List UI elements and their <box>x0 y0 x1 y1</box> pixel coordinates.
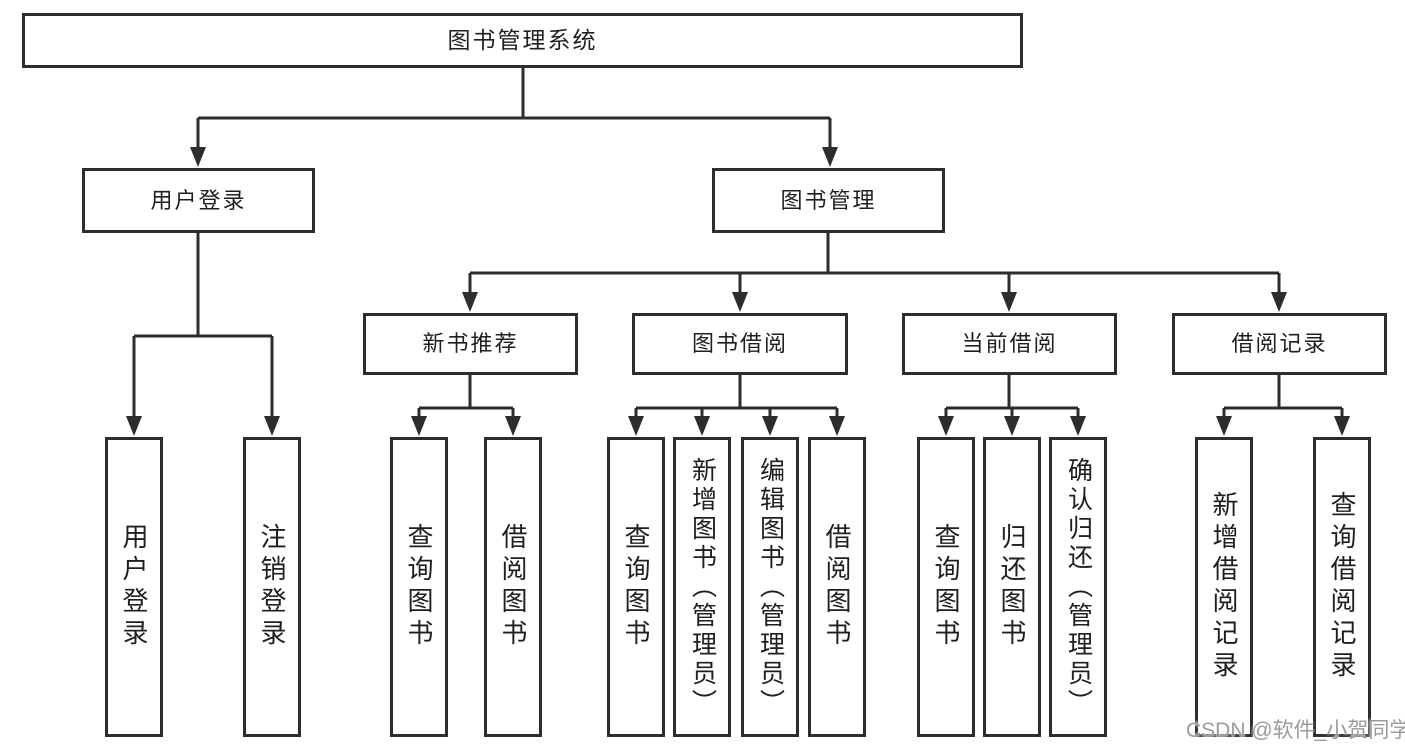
leaf-recommend-borrow-books: 借阅图书 <box>484 437 542 737</box>
leaf-current-query-books: 查询图书 <box>917 437 975 737</box>
node-current-borrowing: 当前借阅 <box>902 313 1117 375</box>
leaf-recommend-borrow-books-label: 借阅图书 <box>498 523 528 651</box>
csdn-watermark: CSDN @软件_小贺同学 <box>1186 719 1405 742</box>
leaf-logout: 注销登录 <box>243 437 301 737</box>
node-book-borrowing-label: 图书借阅 <box>691 331 788 356</box>
node-root: 图书管理系统 <box>22 13 1023 68</box>
node-new-book-recommend-label: 新书推荐 <box>422 331 519 356</box>
leaf-borrow-query-books: 查询图书 <box>607 437 665 737</box>
leaf-logout-label: 注销登录 <box>257 523 287 651</box>
node-book-management: 图书管理 <box>712 168 945 233</box>
leaf-confirm-return-admin-label: 确认归还（管理员） <box>1064 456 1093 718</box>
node-user-login: 用户登录 <box>82 168 315 233</box>
leaf-user-login: 用户登录 <box>105 437 163 737</box>
leaf-edit-books-admin: 编辑图书（管理员） <box>741 437 799 737</box>
leaf-add-borrow-record-label: 新增借阅记录 <box>1209 491 1239 683</box>
leaf-return-books-label: 归还图书 <box>997 523 1027 651</box>
leaf-add-books-admin-label: 新增图书（管理员） <box>688 456 717 718</box>
leaf-return-books: 归还图书 <box>983 437 1041 737</box>
node-root-label: 图书管理系统 <box>447 27 598 53</box>
node-new-book-recommend: 新书推荐 <box>363 313 578 375</box>
node-user-login-label: 用户登录 <box>150 187 247 213</box>
leaf-recommend-query-books-label: 查询图书 <box>404 523 434 651</box>
leaf-user-login-label: 用户登录 <box>119 523 149 651</box>
leaf-add-borrow-record: 新增借阅记录 <box>1195 437 1253 737</box>
node-current-borrowing-label: 当前借阅 <box>961 331 1058 356</box>
leaf-recommend-query-books: 查询图书 <box>390 437 448 737</box>
node-book-borrowing: 图书借阅 <box>632 313 848 375</box>
leaf-query-borrow-record: 查询借阅记录 <box>1313 437 1371 737</box>
leaf-confirm-return-admin: 确认归还（管理员） <box>1049 437 1107 737</box>
leaf-current-query-books-label: 查询图书 <box>931 523 961 651</box>
leaf-add-books-admin: 新增图书（管理员） <box>673 437 731 737</box>
leaf-borrow-books: 借阅图书 <box>808 437 866 737</box>
node-borrowing-records: 借阅记录 <box>1172 313 1387 375</box>
leaf-borrow-query-books-label: 查询图书 <box>621 523 651 651</box>
leaf-query-borrow-record-label: 查询借阅记录 <box>1327 491 1357 683</box>
leaf-borrow-books-label: 借阅图书 <box>822 523 852 651</box>
node-book-management-label: 图书管理 <box>780 187 877 213</box>
leaf-edit-books-admin-label: 编辑图书（管理员） <box>756 456 785 718</box>
node-borrowing-records-label: 借阅记录 <box>1231 331 1328 356</box>
